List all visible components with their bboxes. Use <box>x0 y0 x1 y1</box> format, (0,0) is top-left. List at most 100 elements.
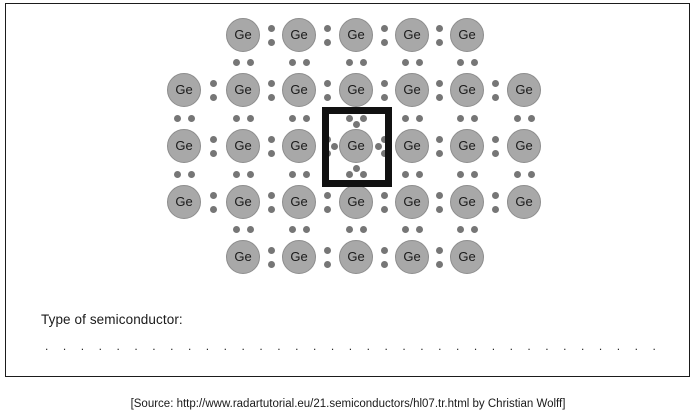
bond-electron-dot <box>267 246 275 254</box>
bond-electron-dot <box>324 191 331 199</box>
bond-electron-dot <box>380 24 388 32</box>
germanium-atom: Ge <box>395 185 429 219</box>
bond-electron-dot <box>173 170 181 178</box>
germanium-atom: Ge <box>167 129 201 163</box>
germanium-atom: Ge <box>167 73 201 107</box>
germanium-atom: Ge <box>450 240 484 274</box>
bond-electron-dot <box>380 205 388 213</box>
bond-electron-dot <box>380 38 388 46</box>
bond-electron-dot <box>380 79 388 87</box>
bond-electron-dot <box>267 79 275 87</box>
bond-electron-dot <box>415 226 423 233</box>
bond-electron-dot <box>324 79 331 87</box>
bond-electron-dot <box>324 24 331 32</box>
germanium-atom: Ge <box>282 185 316 219</box>
bond-electron-dot <box>415 170 423 178</box>
bond-electron-dot <box>210 205 217 213</box>
bond-electron-dot <box>436 24 443 32</box>
bond-electron-dot <box>401 226 409 233</box>
bond-electron-dot <box>210 191 217 199</box>
bond-electron-dot <box>288 226 296 233</box>
bond-electron-dot <box>302 226 310 233</box>
bond-electron-dot <box>380 93 388 101</box>
bond-electron-dot <box>380 149 388 157</box>
bond-electron-dot <box>492 205 499 213</box>
bond-electron-dot <box>324 205 331 213</box>
germanium-atom: Ge <box>282 73 316 107</box>
bond-electron-dot <box>173 114 181 122</box>
bond-electron-dot <box>210 135 217 143</box>
germanium-atom: Ge <box>226 18 260 52</box>
answer-dotted-line[interactable]: . . . . . . . . . . . . . . . . . . . . … <box>45 343 658 353</box>
bond-electron-dot <box>267 135 275 143</box>
bond-electron-dot <box>359 226 367 233</box>
bond-electron-dot <box>324 246 331 254</box>
bond-electron-dot <box>380 191 388 199</box>
bond-electron-dot <box>345 114 353 122</box>
bond-electron-dot <box>267 149 275 157</box>
germanium-atom: Ge <box>507 73 541 107</box>
bond-electron-dot <box>380 246 388 254</box>
bond-electron-dot <box>210 93 217 101</box>
germanium-atom: Ge <box>226 73 260 107</box>
bond-electron-dot <box>210 79 217 87</box>
bond-electron-dot <box>492 149 499 157</box>
bond-electron-dot <box>436 38 443 46</box>
bond-electron-dot <box>492 79 499 87</box>
bond-electron-dot <box>470 226 478 233</box>
germanium-atom: Ge <box>450 73 484 107</box>
bond-electron-dot <box>246 59 254 66</box>
germanium-atom: Ge <box>507 185 541 219</box>
bond-electron-dot <box>513 114 521 122</box>
bond-electron-dot <box>267 205 275 213</box>
germanium-atom: Ge <box>395 73 429 107</box>
germanium-atom: Ge <box>450 129 484 163</box>
bond-electron-dot <box>492 191 499 199</box>
bond-electron-dot <box>436 93 443 101</box>
germanium-atom: Ge <box>226 129 260 163</box>
bond-electron-dot <box>232 114 240 122</box>
bond-electron-dot <box>232 59 240 66</box>
germanium-atom: Ge <box>339 73 373 107</box>
bond-electron-dot <box>267 93 275 101</box>
germanium-atom: Ge <box>450 185 484 219</box>
hole-highlight-box <box>322 107 392 187</box>
germanium-atom: Ge <box>282 240 316 274</box>
germanium-atom: Ge <box>226 240 260 274</box>
bond-electron-dot <box>267 38 275 46</box>
bond-electron-dot <box>401 114 409 122</box>
bond-electron-dot <box>415 59 423 66</box>
bond-electron-dot <box>345 170 353 178</box>
bond-electron-dot <box>232 170 240 178</box>
bond-electron-dot <box>324 93 331 101</box>
germanium-atom: Ge <box>226 185 260 219</box>
bond-electron-dot <box>470 170 478 178</box>
bond-electron-dot <box>456 226 464 233</box>
bond-electron-dot <box>302 114 310 122</box>
bond-electron-dot <box>436 260 443 268</box>
bond-electron-dot <box>470 59 478 66</box>
bond-electron-dot <box>232 226 240 233</box>
bond-electron-dot <box>436 246 443 254</box>
bond-electron-dot <box>302 59 310 66</box>
germanium-atom: Ge <box>395 18 429 52</box>
bond-electron-dot <box>288 114 296 122</box>
bond-electron-dot <box>246 226 254 233</box>
bond-electron-dot <box>527 114 535 122</box>
germanium-atom: Ge <box>339 129 373 163</box>
bond-electron-dot <box>527 170 535 178</box>
hole-electron-dot <box>352 164 360 172</box>
question-label: Type of semiconductor: <box>41 312 183 327</box>
bond-electron-dot <box>492 93 499 101</box>
bond-electron-dot <box>246 170 254 178</box>
bond-electron-dot <box>380 260 388 268</box>
bond-electron-dot <box>345 59 353 66</box>
bond-electron-dot <box>436 205 443 213</box>
source-caption: [Source: http://www.radartutorial.eu/21.… <box>130 398 566 410</box>
bond-electron-dot <box>210 149 217 157</box>
bond-electron-dot <box>380 135 388 143</box>
germanium-atom: Ge <box>167 185 201 219</box>
bond-electron-dot <box>345 226 353 233</box>
